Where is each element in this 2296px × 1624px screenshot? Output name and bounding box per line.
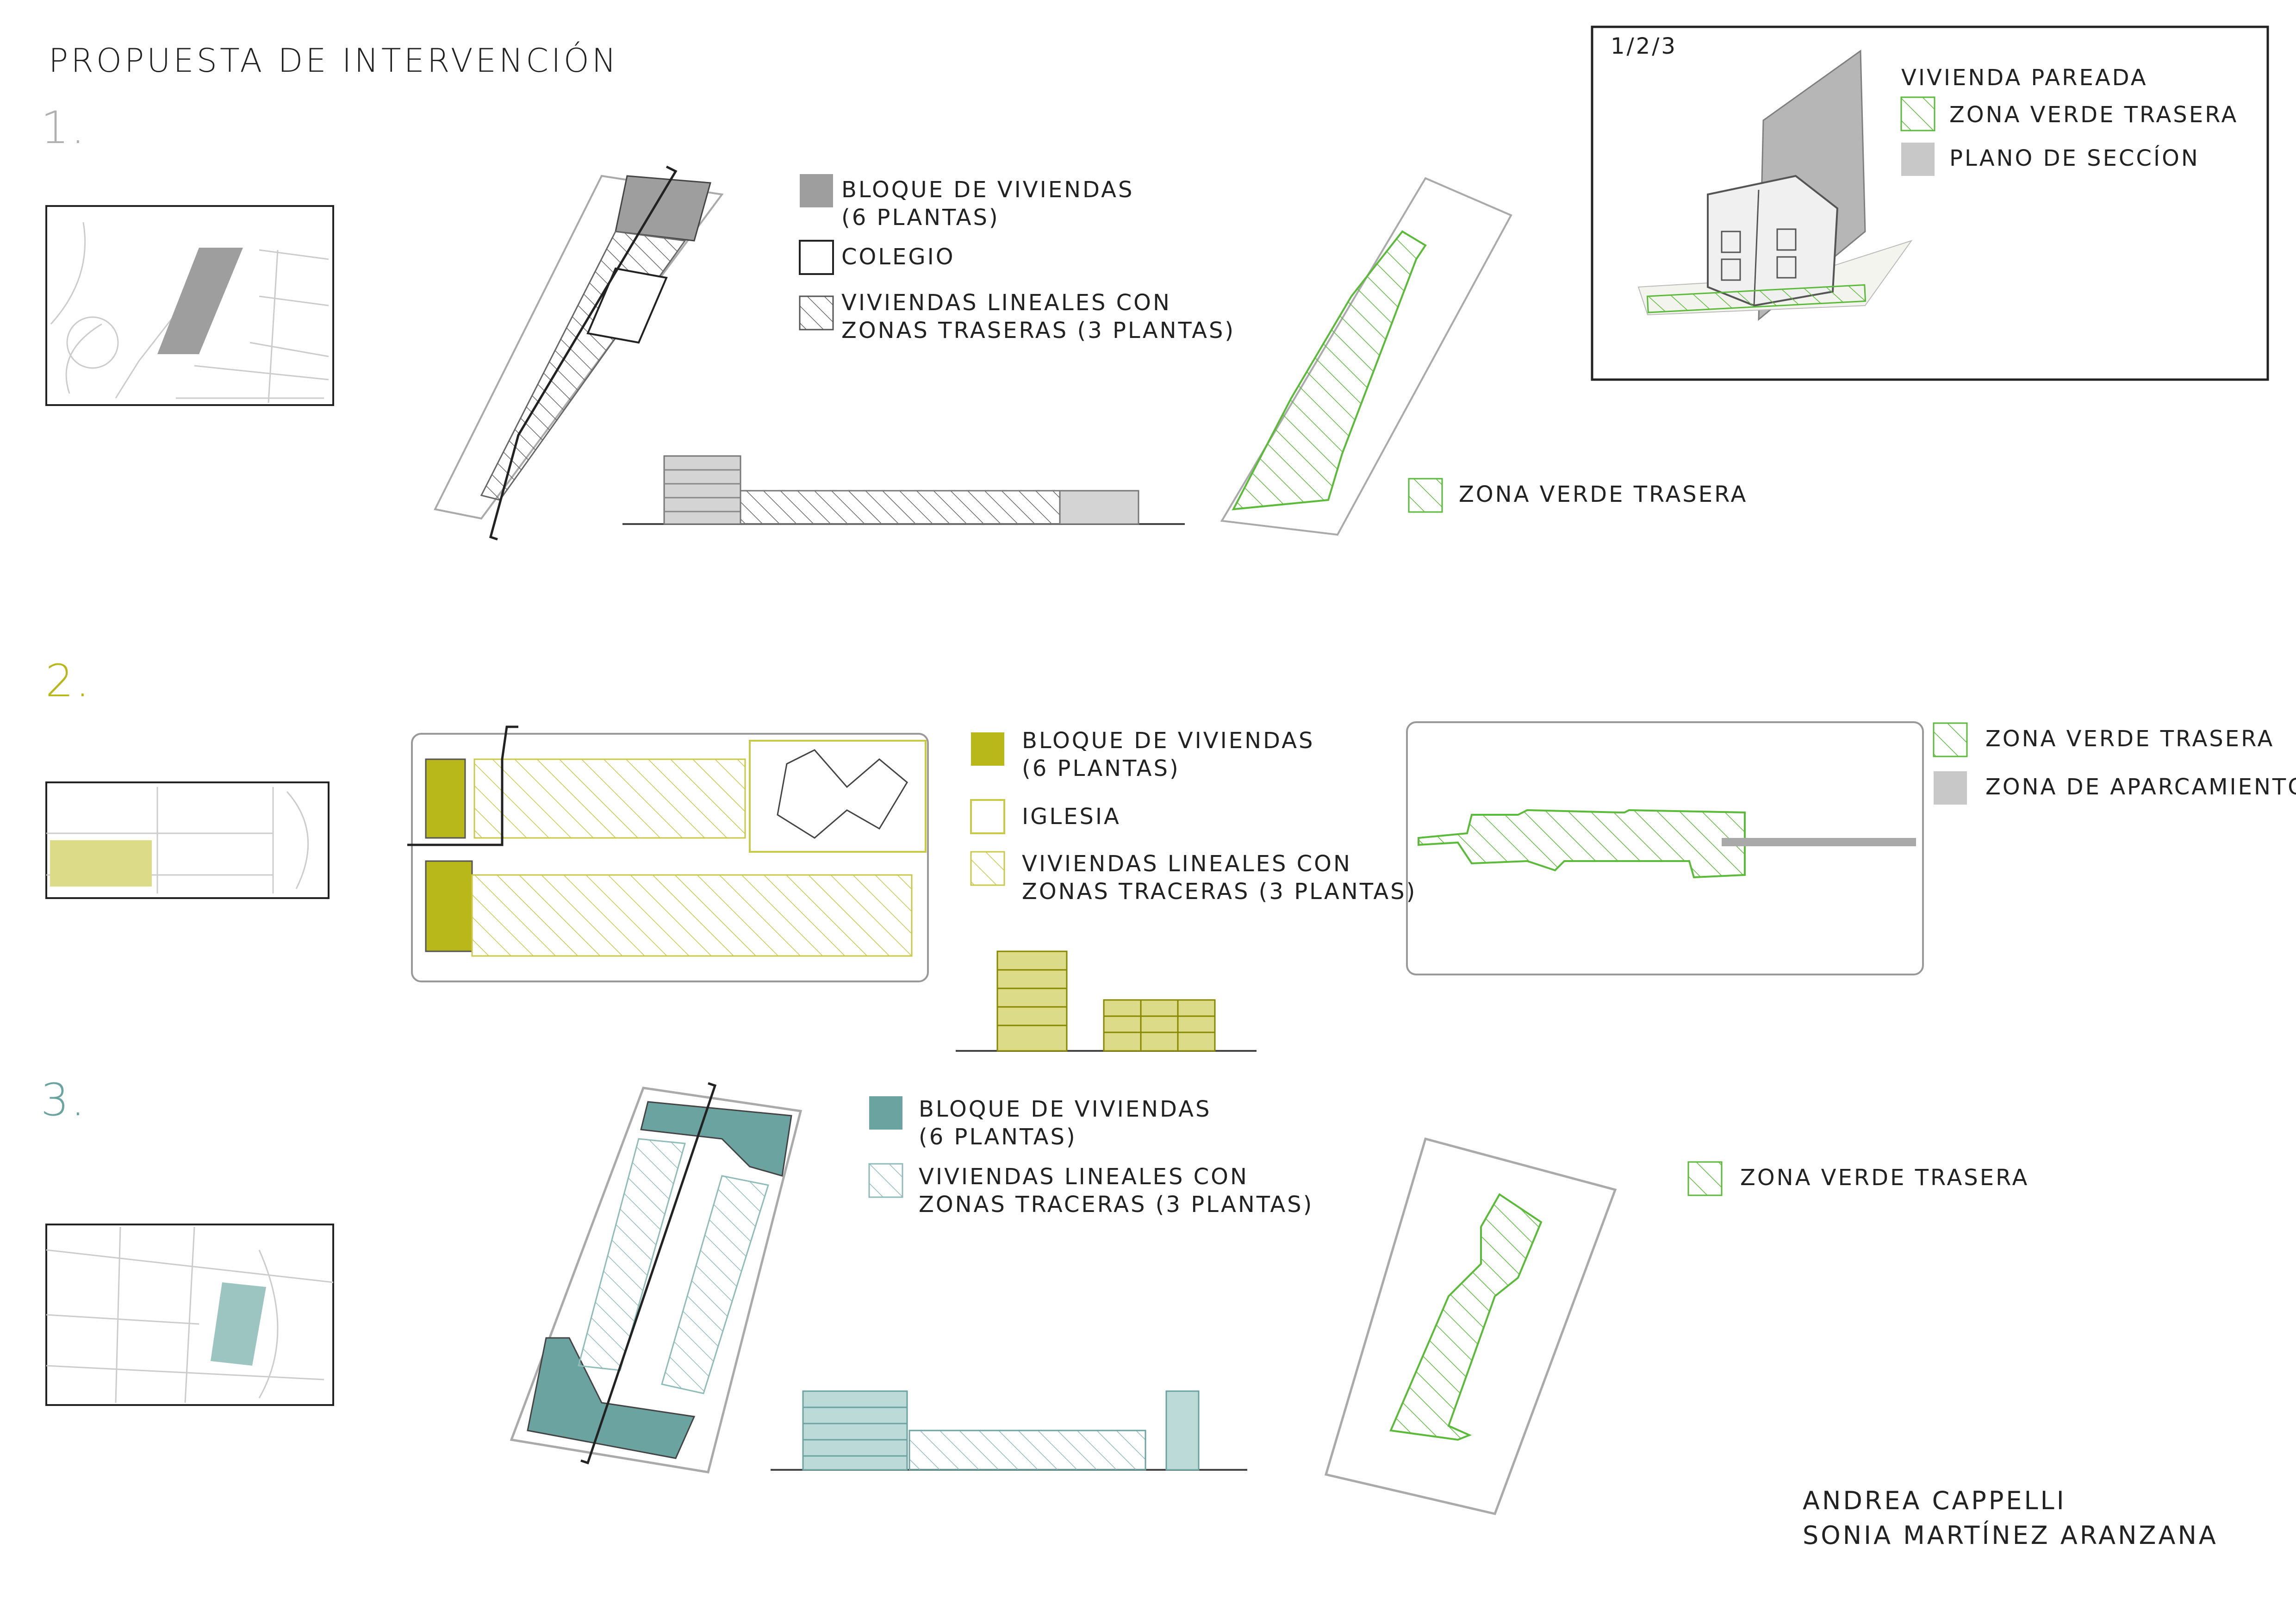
inset-tag: 1/2/3	[1611, 33, 1677, 59]
row1-section	[622, 455, 1185, 525]
row3-green-plan	[1324, 1137, 1617, 1515]
row2-legend-green: ZONA VERDE TRASERA	[1985, 726, 2275, 752]
inset-box	[1591, 25, 2269, 381]
proposal-number-2: 2.	[45, 655, 92, 707]
row2-legend-church: IGLESIA	[1022, 804, 1121, 830]
inset-heading: VIVIENDA PAREADA	[1901, 65, 2148, 91]
author-2: SONIA MARTÍNEZ ARANZANA	[1803, 1521, 2218, 1550]
row2-site-plan	[407, 725, 929, 982]
row1-location-map	[45, 205, 334, 406]
row2-legend-swatches	[970, 722, 1968, 886]
row3-section	[771, 1390, 1247, 1471]
inset-legend-green: ZONA VERDE TRASERA	[1949, 102, 2239, 128]
proposal-number-1: 1.	[41, 102, 87, 154]
row1-legend-swatches	[799, 174, 1443, 513]
row1-legend-block: BLOQUE DE VIVIENDAS (6 PLANTAS)	[841, 177, 1134, 231]
row2-green-plan	[1406, 721, 1924, 975]
row3-legend-block: BLOQUE DE VIVIENDAS (6 PLANTAS)	[919, 1096, 1212, 1150]
row3-legend-swatches	[868, 1096, 1723, 1198]
row2-legend-block: BLOQUE DE VIVIENDAS (6 PLANTAS)	[1022, 728, 1315, 781]
row2-section	[956, 950, 1257, 1052]
row2-location-map	[45, 781, 330, 899]
row3-site-plan	[510, 1082, 803, 1474]
row1-legend-school: COLEGIO	[841, 244, 955, 270]
row1-site-plan	[434, 165, 724, 541]
row1-legend-green: ZONA VERDE TRASERA	[1459, 481, 1748, 507]
row1-legend-linear: VIVIENDAS LINEALES CON ZONAS TRASERAS (3…	[841, 290, 1236, 344]
row3-legend-linear: VIVIENDAS LINEALES CON ZONAS TRACERAS (3…	[919, 1164, 1314, 1218]
row2-legend-linear: VIVIENDAS LINEALES CON ZONAS TRACERAS (3…	[1022, 851, 1417, 905]
inset-legend-swatches	[1900, 96, 1935, 176]
inset-legend-section-plane: PLANO DE SECCÍON	[1949, 145, 2200, 171]
author-1: ANDREA CAPPELLI	[1803, 1486, 2066, 1515]
proposal-number-3: 3.	[41, 1074, 87, 1126]
row1-green-plan	[1220, 177, 1512, 536]
row3-legend-green: ZONA VERDE TRASERA	[1740, 1165, 2029, 1191]
row3-location-map	[45, 1224, 334, 1406]
row2-legend-parking: ZONA DE APARCAMIENTO	[1985, 774, 2296, 800]
page-title: PROPUESTA DE INTERVENCIÓN	[49, 42, 619, 80]
